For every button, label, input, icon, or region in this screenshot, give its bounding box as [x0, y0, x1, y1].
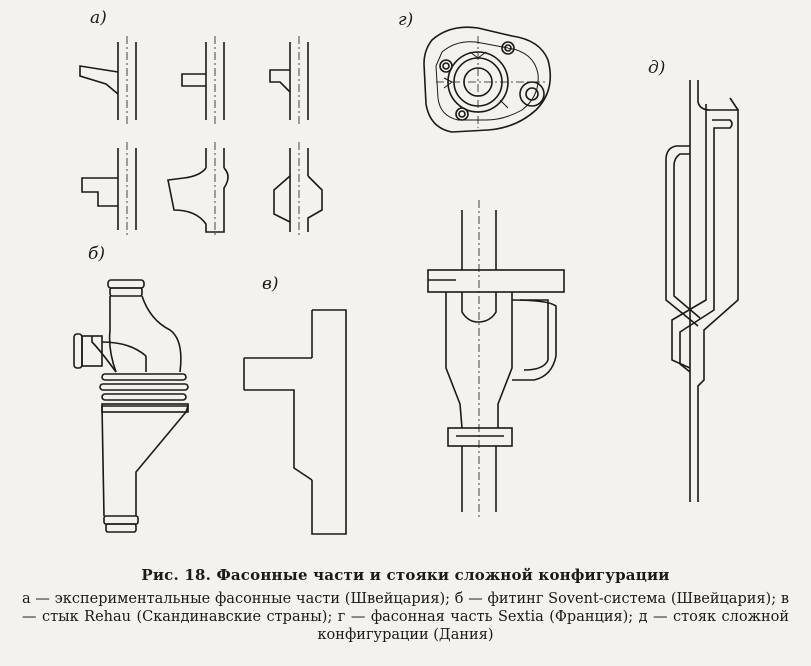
figure-drawings: а) б) в) г) д) [73, 8, 739, 535]
sextia-elevation-drawing [427, 200, 565, 520]
fitting-a3-drawing [269, 36, 309, 126]
rehau-joint-drawing [243, 309, 347, 535]
fitting-a1-drawing [79, 36, 137, 126]
figure-caption: Рис. 18. Фасонные части и стояки сложной… [0, 566, 811, 644]
fitting-a2-drawing [181, 36, 225, 126]
sextia-plan-drawing [423, 26, 552, 133]
label-v: в) [262, 274, 279, 294]
sovent-fitting-drawing [73, 279, 190, 533]
label-d: д) [648, 58, 666, 78]
complex-riser-drawing [665, 80, 739, 502]
caption-body: а — экспериментальные фасонные части (Шв… [22, 591, 789, 643]
fitting-a4-drawing [81, 142, 137, 236]
fitting-a5-drawing [167, 142, 229, 238]
label-b: б) [88, 244, 106, 264]
label-a: а) [90, 8, 107, 28]
fitting-a6-drawing [273, 142, 323, 238]
label-g: г) [398, 10, 414, 30]
drawing-svg [73, 26, 739, 535]
caption-title: Рис. 18. Фасонные части и стояки сложной… [141, 566, 670, 584]
